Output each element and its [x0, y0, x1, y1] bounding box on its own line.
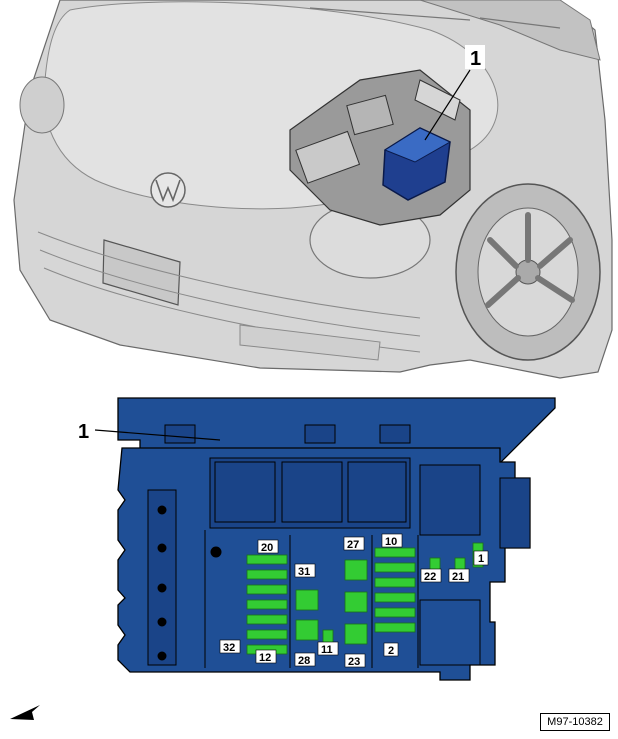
- figure-reference-number: M97-10382: [540, 713, 610, 731]
- fuse-box-diagram: 20 27 10 1 31 22 21 32 12 28 11 23: [78, 397, 556, 681]
- vw-logo-icon: [150, 172, 186, 208]
- windshield: [419, 0, 601, 61]
- fuse-label-28: 28: [298, 655, 310, 667]
- fuse-box-location: [382, 127, 452, 201]
- left-connector-column: [147, 489, 177, 666]
- fuse-label-20: 20: [261, 542, 273, 554]
- fuse-column-d: [374, 547, 416, 633]
- relay-area: [209, 457, 531, 558]
- fuse-labels: 20 27 10 1 31 22 21 32 12 28 11 23: [219, 533, 489, 668]
- fuse-label-27: 27: [347, 539, 359, 551]
- fuse-label-23: 23: [348, 656, 360, 668]
- fusebox-callout-leader: [94, 429, 221, 441]
- fuse-label-21: 21: [452, 571, 464, 583]
- car-illustration: 1: [13, 0, 613, 379]
- fuse-label-10: 10: [385, 536, 397, 548]
- fuse-label-32: 32: [223, 642, 235, 654]
- fuse-label-12: 12: [259, 652, 271, 664]
- fuse-label-11: 11: [321, 644, 333, 656]
- fuse-column-c: [344, 559, 368, 645]
- front-wheel: [455, 183, 601, 361]
- fuse-column-a: [246, 554, 288, 655]
- left-headlamp: [19, 76, 65, 134]
- car-callout-leader: [424, 69, 471, 141]
- north-arrow-icon: [10, 705, 40, 720]
- fuse-label-1: 1: [478, 553, 484, 565]
- car-callout-label: 1: [470, 48, 481, 70]
- fuse-label-31: 31: [298, 566, 310, 578]
- fuse-label-2: 2: [388, 645, 394, 657]
- fusebox-callout-label: 1: [78, 421, 89, 443]
- fuse-column-b: [295, 589, 334, 653]
- fuse-label-22: 22: [424, 571, 436, 583]
- bumper-grille: [37, 231, 421, 361]
